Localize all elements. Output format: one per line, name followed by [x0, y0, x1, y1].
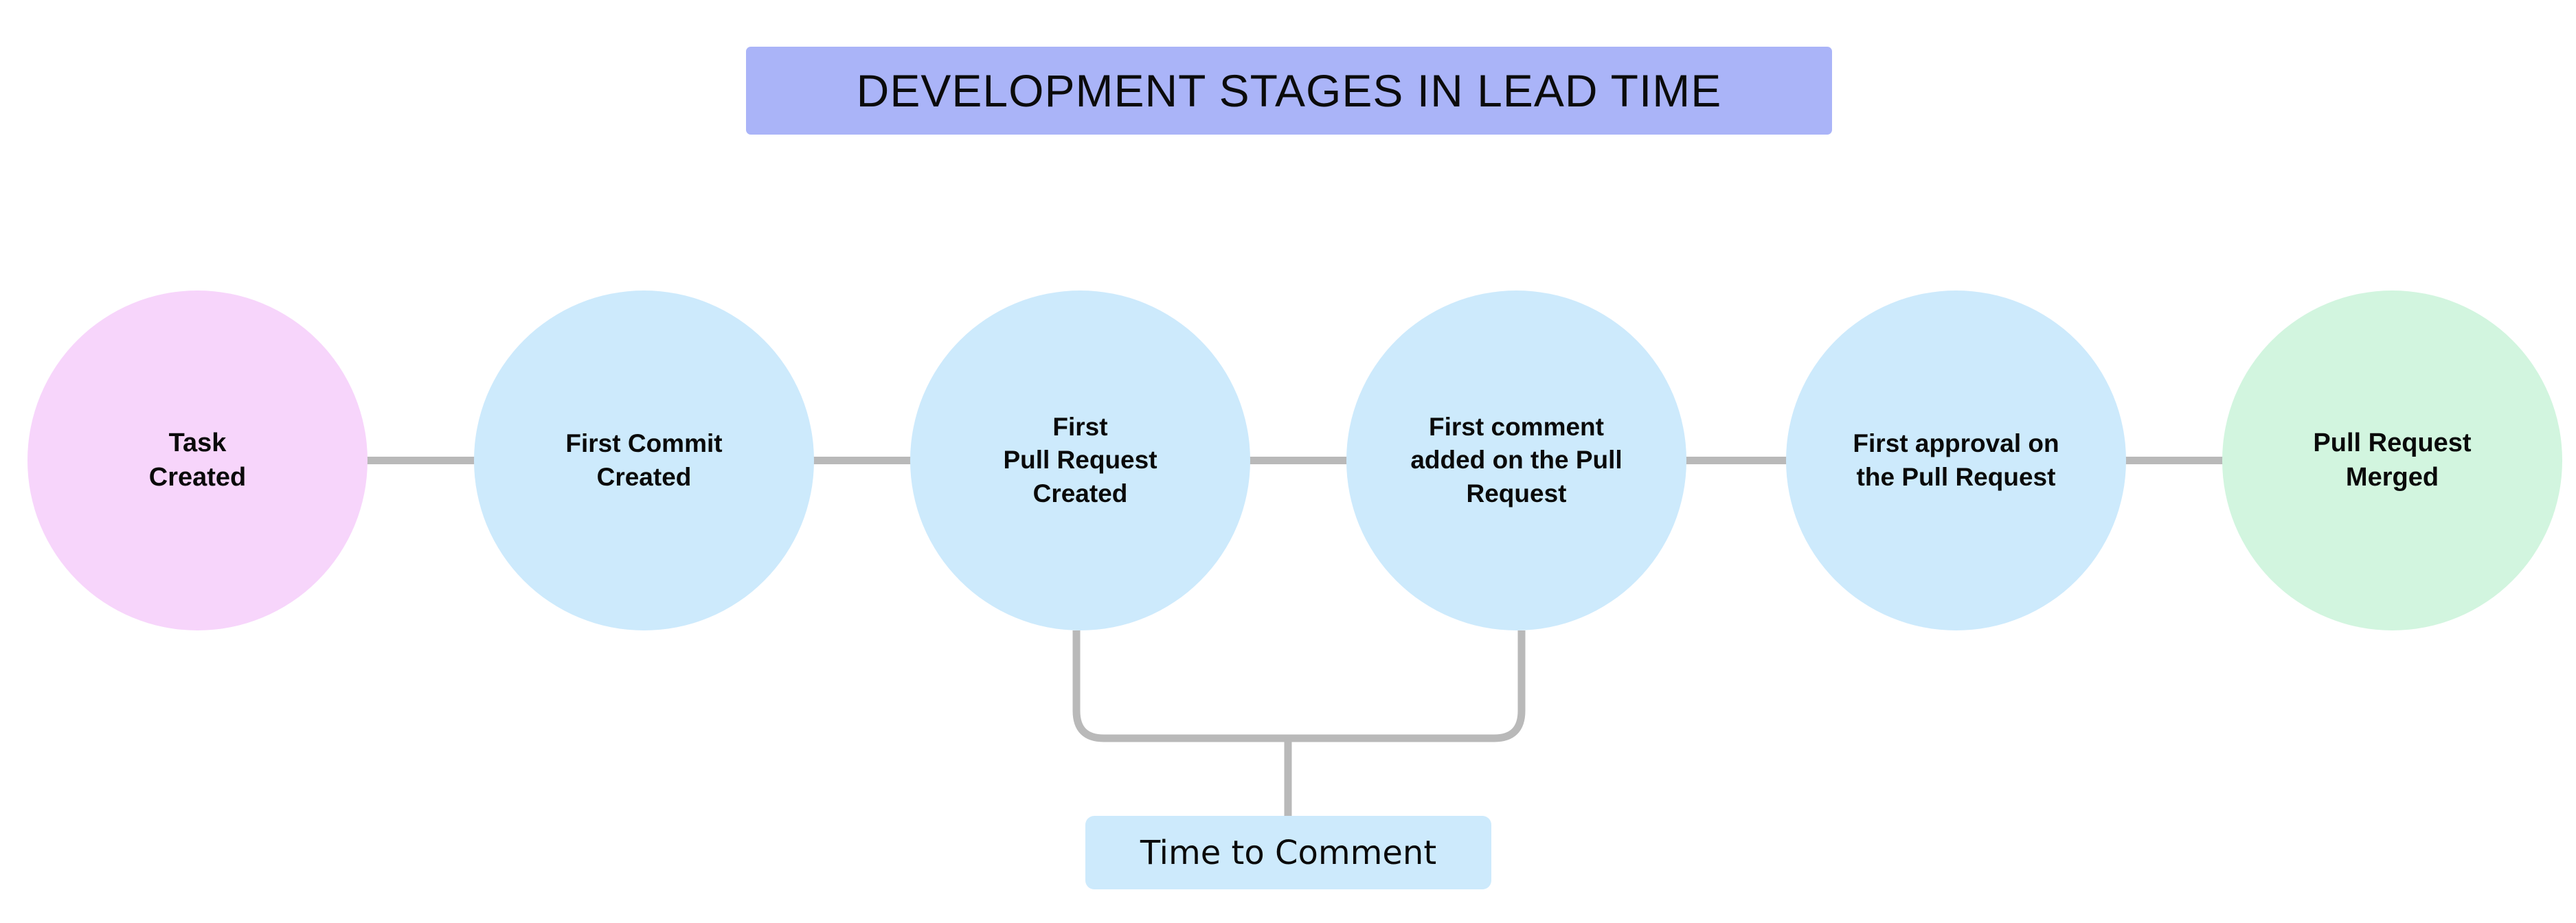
stage-label: First Commit Created: [556, 427, 732, 493]
stage-node-first-comment-on-pull-request[interactable]: First comment added on the Pull Request: [1346, 290, 1686, 630]
stage-label: First approval on the Pull Request: [1843, 427, 2068, 493]
stage-label-line-1: First approval on: [1853, 429, 2059, 458]
stage-label-line-2: Pull Request: [1003, 446, 1157, 475]
stage-label: First Pull Request Created: [993, 411, 1166, 510]
connector-rail-2-3: [804, 457, 920, 464]
stage-node-first-commit-created[interactable]: First Commit Created: [474, 290, 814, 630]
stage-node-first-pull-request-created[interactable]: First Pull Request Created: [910, 290, 1250, 630]
measurement-label: Time to Comment: [1140, 833, 1437, 872]
connector-rail-3-4: [1240, 457, 1357, 464]
measurement-chip-time-to-comment[interactable]: Time to Comment: [1085, 816, 1491, 889]
connector-rail-1-2: [361, 457, 484, 464]
stage-label-line-1: First Commit: [565, 429, 723, 458]
connector-rail-4-5: [1669, 457, 1793, 464]
stage-label-line-2: added on the Pull: [1410, 446, 1623, 475]
stage-label-line-1: First comment: [1429, 413, 1604, 442]
stage-node-first-approval-on-pull-request[interactable]: First approval on the Pull Request: [1786, 290, 2126, 630]
stage-label-line-3: Request: [1466, 479, 1567, 508]
stage-label-line-2: Merged: [2345, 462, 2439, 492]
stage-label-line-1: Pull Request: [2313, 429, 2472, 458]
stage-label-line-2: the Pull Request: [1856, 462, 2056, 491]
stage-node-pull-request-merged[interactable]: Pull Request Merged: [2222, 290, 2562, 630]
connector-rail-5-6: [2116, 457, 2233, 464]
stage-label: Task Created: [139, 426, 256, 494]
stage-label-line-1: First: [1052, 413, 1108, 442]
stage-label-line-2: Created: [596, 462, 692, 491]
stage-label: Pull Request Merged: [2303, 426, 2481, 494]
page-title: DEVELOPMENT STAGES IN LEAD TIME: [856, 65, 1722, 116]
stage-label-line-1: Task: [168, 429, 227, 458]
stage-label-line-2: Created: [148, 462, 247, 492]
stage-label: First comment added on the Pull Request: [1401, 411, 1631, 510]
stage-label-line-3: Created: [1032, 479, 1128, 508]
bracket-path: [1072, 630, 1526, 742]
stage-node-task-created[interactable]: Task Created: [27, 290, 368, 630]
diagram-title-banner: DEVELOPMENT STAGES IN LEAD TIME: [746, 47, 1832, 135]
